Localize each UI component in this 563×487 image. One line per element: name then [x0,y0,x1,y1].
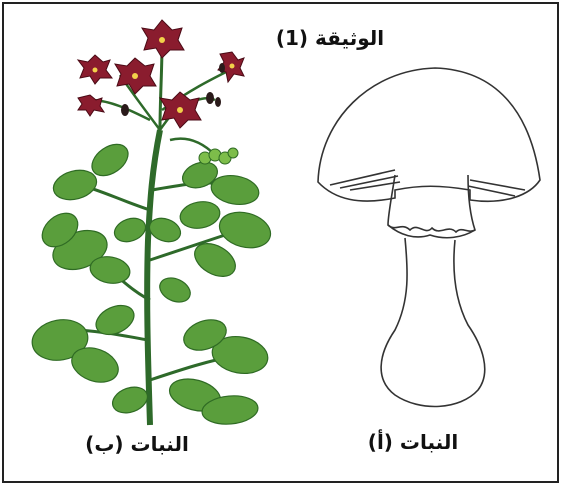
plant-a-caption: النبات (أ) [338,430,488,454]
plant-b-caption: النبات (ب) [62,432,212,456]
